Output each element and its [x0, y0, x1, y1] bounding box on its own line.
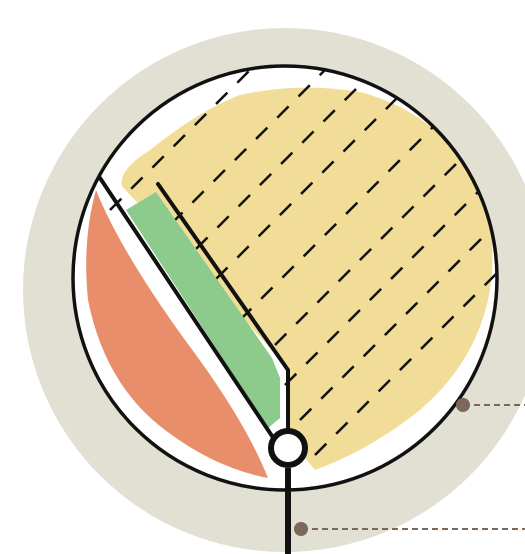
hatch-line	[109, 69, 251, 211]
wedge-boundary-line	[98, 176, 274, 438]
hub-ring	[268, 428, 308, 468]
leaders	[294, 398, 525, 536]
boundary-lines	[98, 176, 290, 438]
strip-boundary-line	[156, 182, 290, 434]
hatch-line	[314, 224, 497, 456]
orange-region	[86, 190, 268, 478]
yellow-region	[121, 87, 493, 471]
leader-dot-upper	[456, 398, 470, 412]
leader-dot-lower	[294, 522, 308, 536]
green-region	[126, 192, 280, 428]
hatch-line	[174, 66, 391, 271]
